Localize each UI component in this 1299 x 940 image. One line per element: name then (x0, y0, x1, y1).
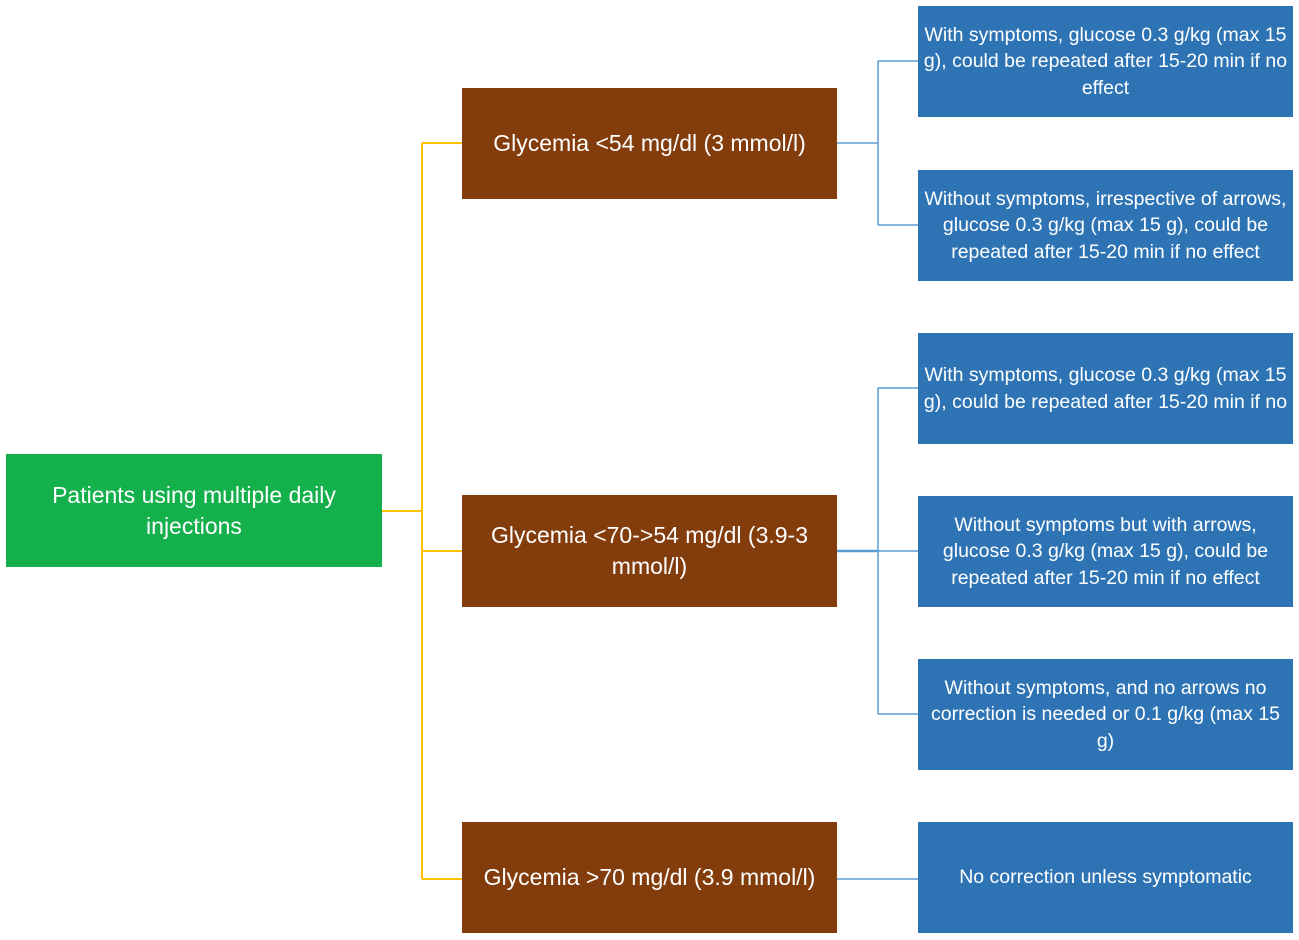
action-node-with-symptoms-54-to-70: With symptoms, glucose 0.3 g/kg (max 15 … (918, 333, 1293, 444)
action-node-no-correction: No correction unless symptomatic (918, 822, 1293, 933)
action-label: Without symptoms, irrespective of arrows… (924, 187, 1287, 263)
action-label: Without symptoms, and no arrows no corre… (930, 676, 1281, 752)
glycemia-below-54-label: Glycemia <54 mg/dl (3 mmol/l) (493, 130, 806, 156)
action-node-with-symptoms-below-54: With symptoms, glucose 0.3 g/kg (max 15 … (918, 6, 1293, 117)
action-node-without-symptoms-with-arrows: Without symptoms but with arrows, glucos… (918, 496, 1293, 607)
glycemia-above-70-label: Glycemia >70 mg/dl (3.9 mmol/l) (483, 864, 816, 890)
root-node: Patients using multiple daily injections (6, 454, 382, 567)
action-label: No correction unless symptomatic (959, 866, 1252, 889)
glycemia-above-70-node: Glycemia >70 mg/dl (3.9 mmol/l) (462, 822, 837, 933)
action-node-without-symptoms-below-54: Without symptoms, irrespective of arrows… (918, 170, 1293, 281)
action-node-without-symptoms-no-arrows: Without symptoms, and no arrows no corre… (918, 659, 1293, 770)
root-node-label: Patients using multiple daily injections (52, 481, 336, 539)
action-label: With symptoms, glucose 0.3 g/kg (max 15 … (923, 364, 1288, 413)
action-label: Without symptoms but with arrows, glucos… (942, 513, 1269, 589)
action-label: With symptoms, glucose 0.3 g/kg (max 15 … (923, 23, 1288, 99)
glycemia-54-to-70-label: Glycemia <70->54 mg/dl (3.9-3 mmol/l) (490, 522, 809, 579)
glycemia-54-to-70-node: Glycemia <70->54 mg/dl (3.9-3 mmol/l) (462, 495, 837, 607)
glycemia-below-54-node: Glycemia <54 mg/dl (3 mmol/l) (462, 88, 837, 199)
